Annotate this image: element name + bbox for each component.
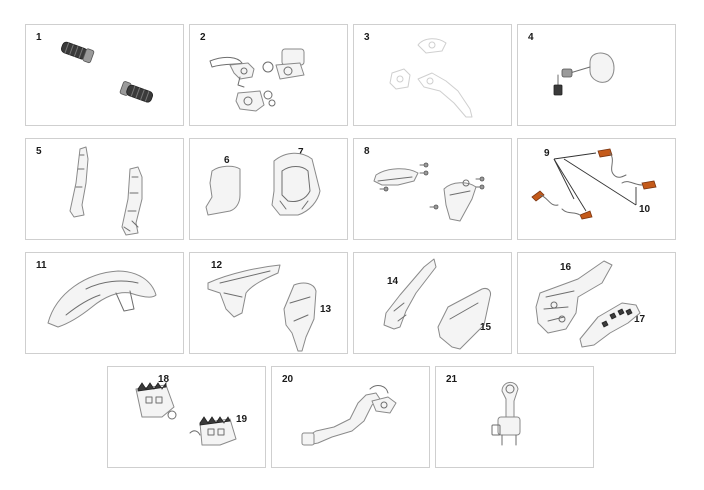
part-cell-8[interactable]: 8 <box>353 138 512 240</box>
part-number-12: 12 <box>211 260 223 271</box>
part-cell-12-13[interactable]: 12 13 <box>189 252 348 354</box>
part-number-3: 3 <box>364 32 370 43</box>
part-cell-14-15[interactable]: 14 15 <box>353 252 512 354</box>
mirror-illustration <box>553 52 615 96</box>
part-cell-3[interactable]: 3 <box>353 24 512 126</box>
handlebar-grips-illustration <box>60 41 154 103</box>
part-cell-11[interactable]: 11 <box>25 252 184 354</box>
part-number-15: 15 <box>480 322 492 333</box>
fork-guards-illustration <box>69 146 143 236</box>
shift-lever-illustration <box>491 382 521 446</box>
part-cell-2[interactable]: 2 <box>189 24 348 126</box>
hand-guards-illustration <box>373 162 485 222</box>
part-cell-1[interactable]: 1 <box>25 24 184 126</box>
footpegs-illustration <box>135 381 237 446</box>
part-number-2: 2 <box>200 32 206 43</box>
part-number-20: 20 <box>282 374 294 385</box>
brake-clutch-lever-illustration <box>209 48 305 112</box>
rear-fender-airbox-illustration <box>535 260 641 348</box>
part-number-16: 16 <box>560 262 572 273</box>
brake-pedal-illustration <box>301 385 397 446</box>
number-plates-illustration <box>205 152 321 216</box>
part-number-5: 5 <box>36 146 42 157</box>
part-number-4: 4 <box>528 32 534 43</box>
lever-set-illustration <box>389 38 473 118</box>
part-number-17: 17 <box>634 314 646 325</box>
part-cell-16-17[interactable]: 16 17 <box>517 252 676 354</box>
radiator-scoops-illustration <box>207 264 317 352</box>
part-cell-9-10[interactable]: 9 10 <box>517 138 676 240</box>
part-number-6: 6 <box>224 155 230 166</box>
part-cell-5[interactable]: 5 <box>25 138 184 240</box>
part-number-1: 1 <box>36 32 42 43</box>
part-cell-4[interactable]: 4 <box>517 24 676 126</box>
part-number-11: 11 <box>36 260 47 271</box>
part-number-18: 18 <box>158 374 170 385</box>
part-number-19: 19 <box>236 414 248 425</box>
part-number-9: 9 <box>544 148 550 159</box>
part-cell-18-19[interactable]: 18 19 <box>107 366 266 468</box>
part-number-21: 21 <box>446 374 458 385</box>
part-cell-6-7[interactable]: 6 7 <box>189 138 348 240</box>
part-cell-21[interactable]: 21 <box>435 366 594 468</box>
part-number-10: 10 <box>639 204 651 215</box>
front-fender-illustration <box>47 270 157 328</box>
part-number-8: 8 <box>364 146 370 157</box>
part-number-13: 13 <box>320 304 332 315</box>
turn-signals-illustration <box>531 148 657 220</box>
part-cell-20[interactable]: 20 <box>271 366 430 468</box>
side-panels-illustration <box>383 258 491 350</box>
part-number-14: 14 <box>387 276 399 287</box>
part-number-7: 7 <box>298 147 304 158</box>
